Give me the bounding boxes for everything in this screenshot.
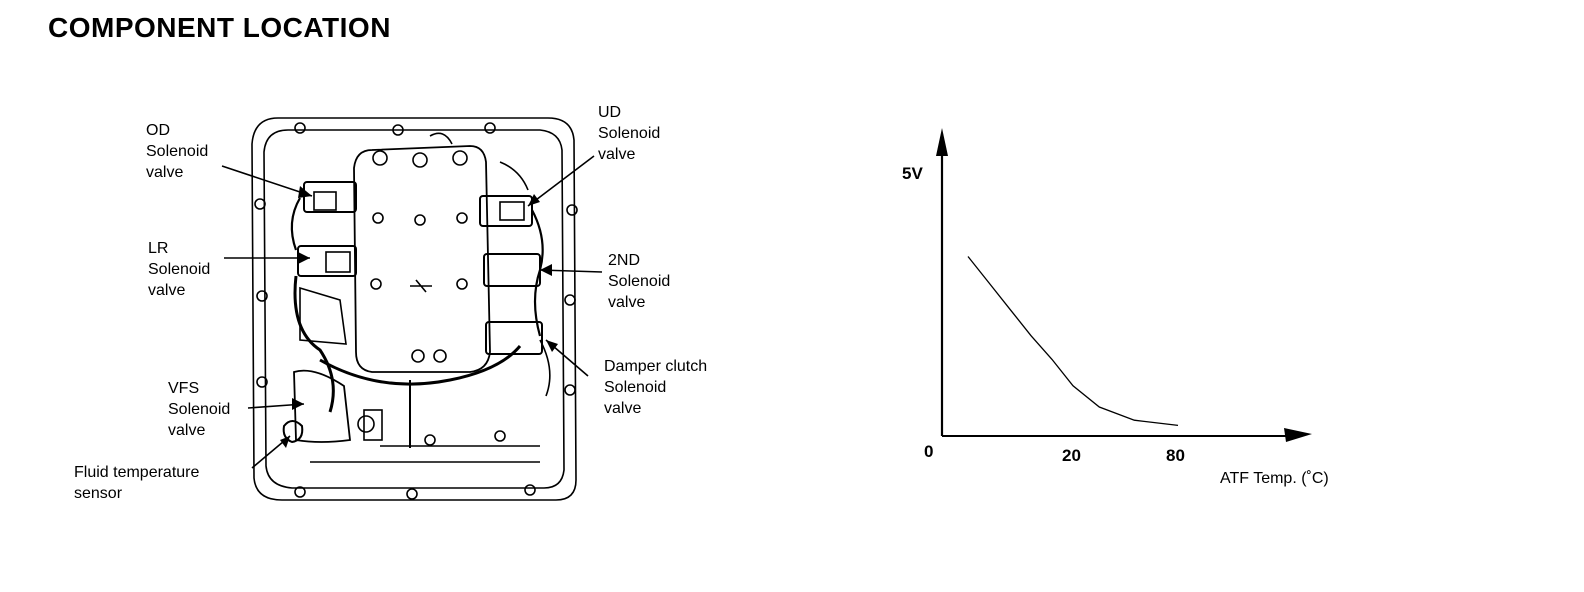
x-tick-20: 20 (1062, 446, 1081, 465)
y-axis-arrow (936, 128, 948, 156)
y-tick-5v: 5V (902, 164, 923, 183)
ud-leader (527, 155, 595, 207)
od-leader (221, 165, 313, 197)
x-axis-arrow (1284, 428, 1312, 442)
center-plate (353, 145, 491, 373)
voltage-curve (967, 256, 1179, 427)
x-origin-label: 0 (924, 442, 934, 461)
page-title: COMPONENT LOCATION (48, 12, 391, 43)
gasket-inner (263, 129, 565, 489)
x-tick-80: 80 (1166, 446, 1185, 465)
x-axis-title: ATF Temp. (˚C) (1220, 470, 1329, 487)
gasket-outline (251, 117, 577, 501)
